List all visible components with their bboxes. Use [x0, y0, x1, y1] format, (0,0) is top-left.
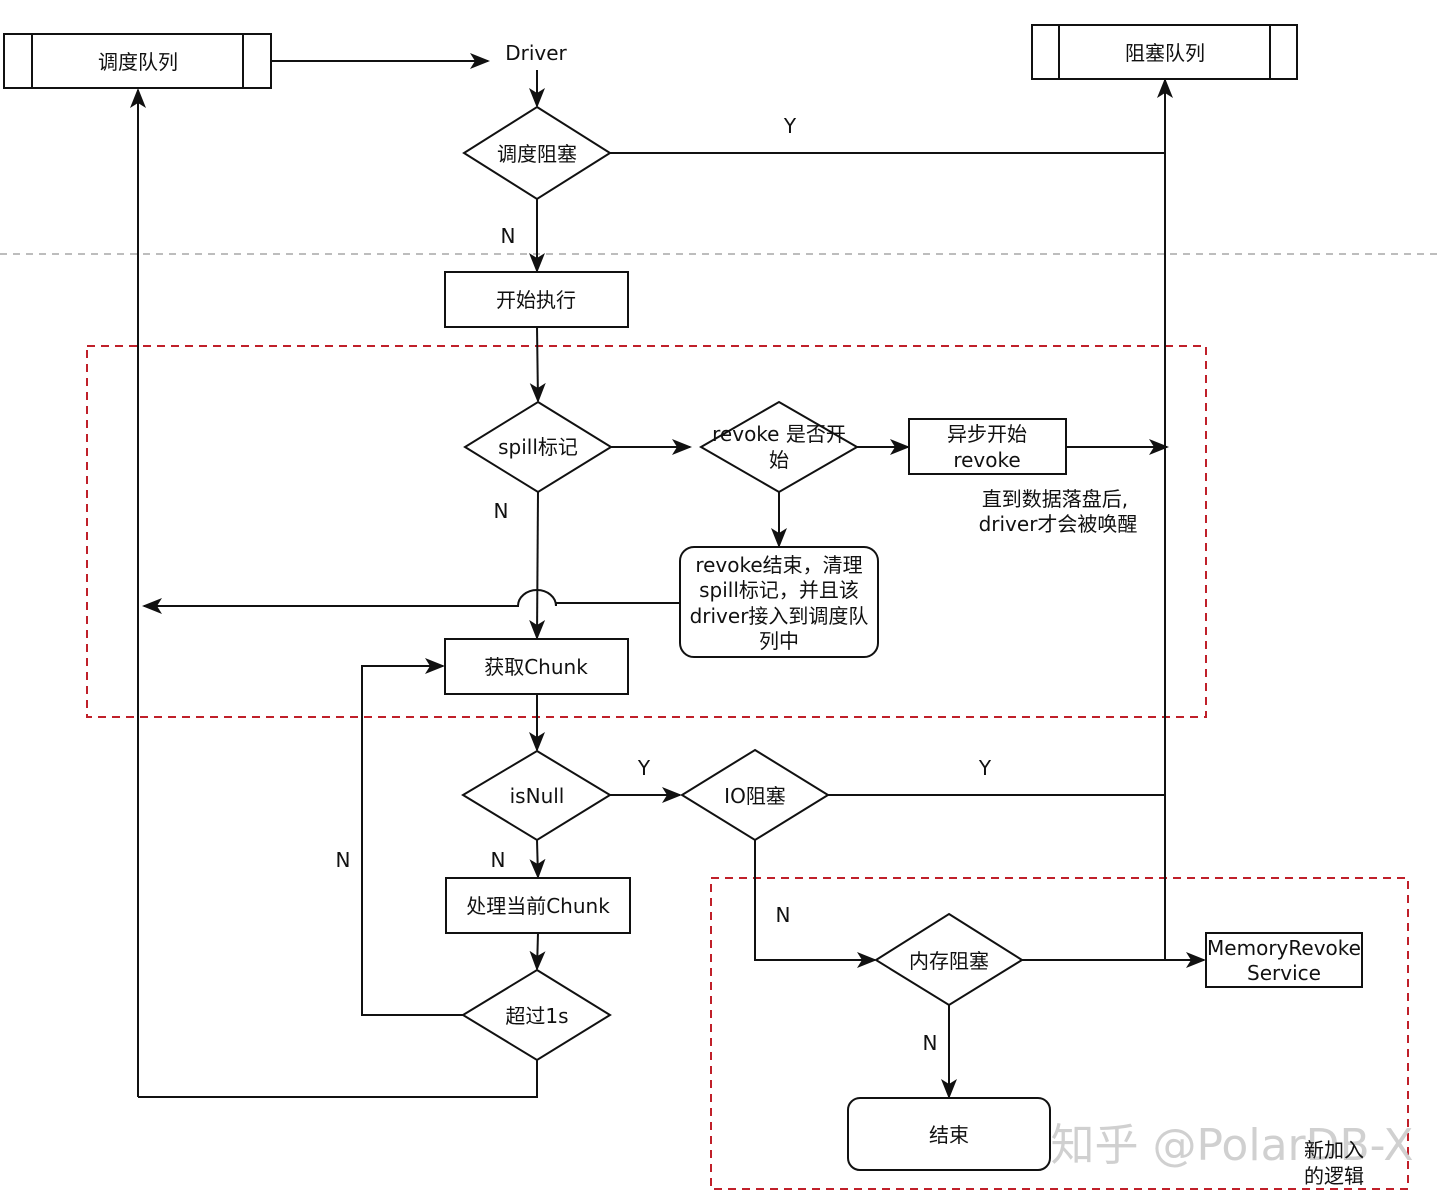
- end-node: 结束: [847, 1097, 1051, 1171]
- io-block-decision: IO阻塞: [680, 748, 830, 842]
- revoke-started-label-line1: revoke 是否开: [712, 422, 846, 446]
- spill-logic-box: [86, 345, 1207, 718]
- revoke-done-line2: spill标记，并且该: [699, 578, 859, 602]
- label-over-1s-no: N: [336, 848, 351, 872]
- memory-revoke-service-line2: Service: [1247, 961, 1321, 985]
- spill-mark-decision: spill标记: [463, 400, 613, 494]
- blocked-queue-node: 阻塞队列: [1031, 24, 1298, 80]
- schedule-block-decision: 调度阻塞: [462, 105, 612, 201]
- is-null-decision: isNull: [461, 749, 612, 842]
- schedule-block-label: 调度阻塞: [497, 142, 577, 166]
- new-logic-note-line2: 的逻辑: [1304, 1164, 1364, 1188]
- io-block-label: IO阻塞: [724, 784, 786, 808]
- revoke-started-decision: revoke 是否开 始: [698, 400, 860, 494]
- label-io-block-no: N: [776, 903, 791, 927]
- edge-process-to-over: [529, 932, 546, 971]
- start-exec-node: 开始执行: [444, 271, 629, 328]
- revoke-note-line1: 直到数据落盘后,: [982, 487, 1128, 511]
- edge-spill-no: [529, 491, 546, 640]
- async-revoke-label-line2: revoke: [953, 448, 1020, 472]
- async-revoke-label-line1: 异步开始: [947, 422, 1027, 446]
- get-chunk-node: 获取Chunk: [444, 638, 629, 695]
- new-logic-note-line1: 新加入: [1304, 1138, 1364, 1162]
- edge-over-no-loop: [361, 658, 463, 1016]
- blocked-queue-label: 阻塞队列: [1125, 41, 1205, 65]
- driver-label: Driver: [505, 41, 567, 65]
- revoke-done-line4: 列中: [759, 629, 799, 653]
- label-is-null-yes: Y: [637, 756, 651, 780]
- start-exec-label: 开始执行: [496, 288, 576, 312]
- revoke-note-line2: driver才会被唤醒: [979, 512, 1138, 536]
- label-io-block-yes: Y: [978, 756, 992, 780]
- edge-isnull-no: [529, 839, 546, 879]
- process-chunk-node: 处理当前Chunk: [445, 877, 631, 934]
- memory-block-label: 内存阻塞: [909, 949, 989, 973]
- edge-start-to-spill: [529, 326, 546, 403]
- label-is-null-no: N: [491, 848, 506, 872]
- is-null-label: isNull: [510, 784, 565, 808]
- over-1s-label: 超过1s: [505, 1004, 568, 1028]
- revoke-started-label-line2: 始: [769, 448, 789, 472]
- label-spill-mark-no: N: [494, 499, 509, 523]
- async-revoke-node: 异步开始 revoke: [908, 418, 1067, 475]
- process-chunk-label: 处理当前Chunk: [466, 894, 610, 918]
- label-memory-block-no: N: [923, 1031, 938, 1055]
- memory-revoke-service-node: MemoryRevoke Service: [1205, 932, 1363, 988]
- edge-io-no: [754, 840, 877, 968]
- revoke-done-line1: revoke结束，清理: [695, 553, 862, 577]
- over-1s-decision: 超过1s: [461, 968, 612, 1062]
- spill-mark-label: spill标记: [498, 435, 578, 459]
- label-schedule-block-no: N: [501, 224, 516, 248]
- edge-over-yes: [138, 1060, 538, 1098]
- edge-revoke-done-to-queue: [142, 589, 680, 614]
- schedule-queue-label: 调度队列: [98, 50, 178, 74]
- watermark: 知乎 @PolarDB-X: [1050, 1120, 1413, 1171]
- label-schedule-block-yes: Y: [783, 114, 797, 138]
- end-label: 结束: [929, 1123, 969, 1147]
- memory-block-decision: 内存阻塞: [874, 912, 1024, 1007]
- revoke-done-line3: driver接入到调度队: [690, 604, 869, 628]
- revoke-done-node: revoke结束，清理 spill标记，并且该 driver接入到调度队 列中: [679, 546, 879, 658]
- memory-revoke-service-line1: MemoryRevoke: [1207, 936, 1361, 960]
- get-chunk-label: 获取Chunk: [484, 655, 588, 679]
- schedule-queue-node: 调度队列: [3, 33, 272, 89]
